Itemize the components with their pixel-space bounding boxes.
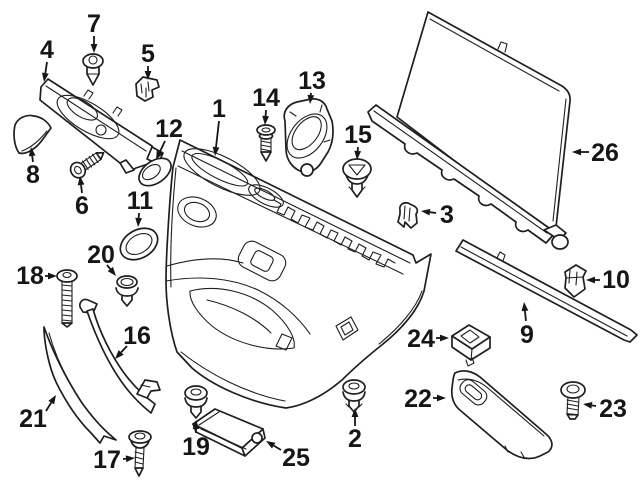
callout-arrow-25 xyxy=(273,444,282,451)
callout-label-16: 16 xyxy=(123,322,151,350)
callout-arrowhead-18 xyxy=(48,272,57,280)
callout-arrowhead-8 xyxy=(28,147,36,157)
callout-arrowhead-24 xyxy=(440,334,449,342)
callout-label-18: 18 xyxy=(16,262,44,290)
callout-arrowhead-16 xyxy=(115,350,124,359)
part-16-handle-support xyxy=(79,298,161,414)
part-6-screw xyxy=(69,151,105,179)
callout-arrow-20 xyxy=(106,264,111,270)
part-20-grommet xyxy=(115,275,139,307)
callout-label-11: 11 xyxy=(127,187,154,215)
callout-label-26: 26 xyxy=(591,139,619,167)
callout-arrowhead-2 xyxy=(351,408,359,417)
callout-arrowhead-23 xyxy=(583,402,593,409)
callout-arrowhead-17 xyxy=(125,455,135,463)
callout-arrowhead-20 xyxy=(107,266,116,276)
callout-arrow-4 xyxy=(44,61,48,74)
callout-arrowhead-5 xyxy=(144,71,152,80)
part-2-clip xyxy=(342,379,366,413)
callout-label-6: 6 xyxy=(75,192,89,220)
part-15-clip xyxy=(342,158,372,198)
part-9-trim-strip xyxy=(455,239,638,343)
callout-arrow-3 xyxy=(429,211,437,214)
callout-arrowhead-9 xyxy=(521,302,529,312)
callout-label-13: 13 xyxy=(298,67,326,95)
callout-label-22: 22 xyxy=(404,385,432,413)
tweeter-opening xyxy=(177,196,217,228)
callout-label-19: 19 xyxy=(182,433,210,461)
part-7-rivet xyxy=(82,53,104,86)
callout-arrow-1 xyxy=(215,120,220,148)
part-5-clip xyxy=(135,76,160,102)
callout-label-21: 21 xyxy=(19,405,47,433)
part-8-sail-trim xyxy=(13,114,52,155)
callout-label-17: 17 xyxy=(93,446,121,474)
callout-arrow-23 xyxy=(591,404,597,407)
callout-label-7: 7 xyxy=(87,10,101,38)
callout-label-8: 8 xyxy=(26,161,40,189)
part-1-door-panel xyxy=(165,139,432,409)
callout-label-20: 20 xyxy=(87,241,115,269)
callout-arrowhead-3 xyxy=(421,208,431,216)
callout-arrow-9 xyxy=(524,310,527,322)
callout-arrowhead-22 xyxy=(437,394,446,402)
callout-arrowhead-7 xyxy=(90,44,98,53)
part-23-screw xyxy=(560,381,586,420)
callout-label-9: 9 xyxy=(520,321,534,349)
callout-arrowhead-1 xyxy=(212,146,220,156)
callout-arrowhead-6 xyxy=(77,176,85,186)
callout-arrowhead-10 xyxy=(586,276,595,284)
part-18-bolt xyxy=(56,269,78,328)
callout-arrow-12 xyxy=(159,140,166,153)
callout-label-23: 23 xyxy=(599,395,627,423)
callout-arrowhead-12 xyxy=(156,150,163,160)
part-19-clip xyxy=(184,385,208,419)
callout-arrow-16 xyxy=(120,345,128,353)
part-12-bezel xyxy=(138,157,172,187)
switch-bezel-opening xyxy=(237,240,287,282)
part-21-curved-trim xyxy=(43,326,117,444)
callout-arrowhead-11 xyxy=(135,217,143,227)
callout-arrow-6 xyxy=(80,184,83,194)
part-22-armrest-trim xyxy=(450,370,553,460)
callout-label-25: 25 xyxy=(282,444,310,472)
part-11-ring xyxy=(119,227,159,261)
callout-label-4: 4 xyxy=(40,36,54,64)
callout-label-1: 1 xyxy=(212,95,226,123)
callout-arrowhead-19 xyxy=(192,420,200,429)
callout-arrowhead-4 xyxy=(41,72,49,82)
callout-label-10: 10 xyxy=(602,266,630,294)
part-10-clip xyxy=(564,264,587,298)
callout-label-24: 24 xyxy=(407,325,435,353)
callout-arrow-21 xyxy=(45,402,52,412)
callout-label-15: 15 xyxy=(344,121,372,149)
part-13-speaker-adapter xyxy=(283,98,334,177)
callout-label-5: 5 xyxy=(141,40,155,68)
part-26-sunshade xyxy=(367,11,571,250)
callout-arrowhead-21 xyxy=(48,395,56,405)
part-17-screw xyxy=(128,430,152,477)
door-pull-opening-small xyxy=(248,184,284,208)
callout-arrowhead-15 xyxy=(354,150,362,160)
door-pull-opening xyxy=(183,148,261,196)
callout-arrow-8 xyxy=(31,155,34,163)
callout-label-12: 12 xyxy=(155,115,183,143)
part-25-courtesy-lamp xyxy=(192,408,266,457)
callout-label-2: 2 xyxy=(348,425,362,453)
part-14-screw xyxy=(256,124,276,162)
callout-arrowhead-14 xyxy=(262,115,269,125)
callout-label-14: 14 xyxy=(252,84,280,112)
callout-arrowhead-13 xyxy=(307,94,315,104)
callout-arrowhead-26 xyxy=(572,148,581,156)
part-3-clip xyxy=(397,201,419,229)
callout-label-3: 3 xyxy=(440,201,454,229)
part-24-window-switch xyxy=(451,324,491,367)
callout-arrowhead-25 xyxy=(266,441,276,449)
